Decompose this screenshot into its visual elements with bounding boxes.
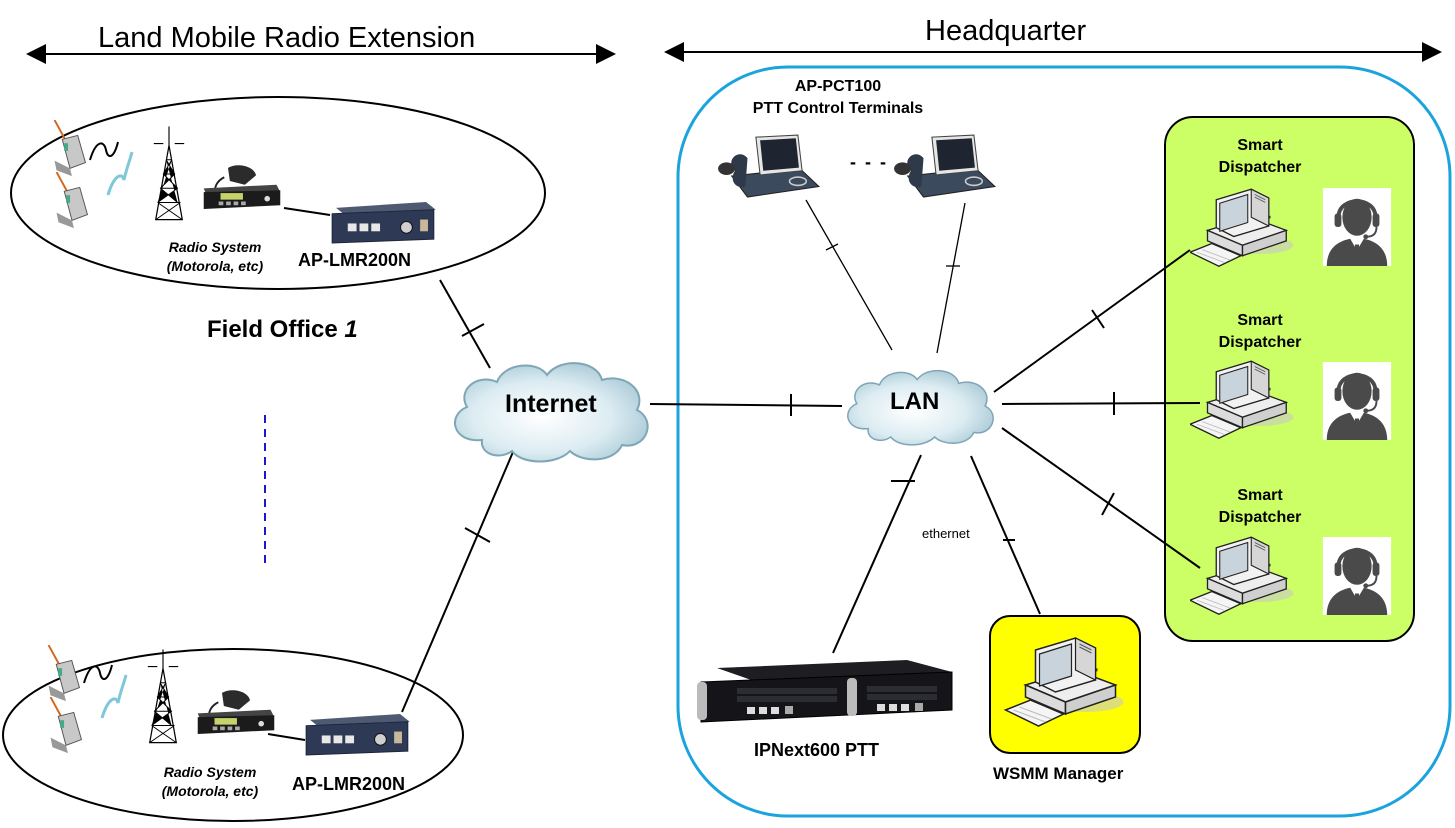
link-lmr1-internet [439,279,491,369]
link-lan-dispatcher1 [993,249,1191,393]
link-lan-terminal2 [936,202,966,354]
ethernet-label: ethernet [922,526,970,541]
ptt-control-terminal-icon [717,134,820,198]
radio-system-line1: Radio System [168,239,262,255]
radio-tower-icon [147,648,179,744]
handheld-radio-icon [49,697,83,755]
ap-lmr200n-device-icon [305,713,411,756]
field-office-name: Field Office [207,316,345,343]
ptt-terminals-model: AP-PCT100 [794,78,882,95]
ptt-terminals-label: AP-PCT100 PTT Control Terminals [738,76,938,120]
internet-label: Internet [505,390,597,418]
field-office-2-gateway-label: AP-LMR200N [292,774,406,794]
ptt-terminals-desc: PTT Control Terminals [752,100,924,117]
link-lan-terminal1 [805,199,893,351]
headquarter-title: Headquarter [925,15,1087,47]
link-radio-lmr1 [283,207,331,216]
dispatcher-line2: Dispatcher [1218,509,1302,526]
field-office-1-boundary [10,96,546,290]
network-links [267,199,1201,741]
field-office-1-radio-system-label: Radio System (Motorola, etc) [150,238,280,276]
link-lan-dispatcher3-tick [1101,492,1115,516]
dispatcher-line1: Smart [1237,137,1283,154]
field-office-1-title: Field Office 1 [207,316,358,344]
field-office-number: 1 [344,316,358,343]
smart-dispatcher-2-label: Smart Dispatcher [1200,310,1320,354]
ipnext600-label: IPNext600 PTT [754,740,880,760]
mobile-radio-icon [196,689,276,736]
radio-system-line2: (Motorola, etc) [161,783,259,799]
lmr-extension-title: Land Mobile Radio Extension [98,22,476,54]
smart-dispatcher-1-label: Smart Dispatcher [1200,135,1320,179]
lan-label: LAN [890,388,940,415]
link-lan-wsmm [970,455,1041,615]
field-office-2-boundary [2,648,464,822]
ptt-control-terminal-icon [893,134,996,198]
dispatcher-line1: Smart [1237,487,1283,504]
field-office-2-radio-system-label: Radio System (Motorola, etc) [145,763,275,801]
radio-wave-icon [83,664,113,684]
link-radio-lmr2 [267,733,306,741]
ap-lmr200n-device-icon [331,201,437,244]
link-lan-dispatcher3 [1001,427,1201,569]
radio-wave-icon [100,674,128,719]
radio-system-line2: (Motorola, etc) [166,258,264,274]
operator-headset-icon [1322,362,1392,440]
smart-dispatcher-3-label: Smart Dispatcher [1200,485,1320,529]
operator-headset-icon [1322,537,1392,615]
handheld-radio-icon [47,645,81,703]
link-lan-dispatcher1-tick [1091,309,1105,329]
dispatcher-line1: Smart [1237,312,1283,329]
radio-system-line1: Radio System [163,764,257,780]
link-internet-lmr2 [401,451,514,713]
mobile-radio-icon [202,164,282,211]
dispatcher-line2: Dispatcher [1218,334,1302,351]
link-lan-dispatcher2 [1001,402,1201,405]
field-office-1-gateway-label: AP-LMR200N [298,250,412,270]
ipnext600-device-icon [696,660,953,723]
radio-wave-icon [89,141,119,161]
wsmm-manager-label: WSMM Manager [993,764,1124,783]
handheld-radio-icon [55,172,89,230]
link-lan-ipnext [832,454,922,654]
radio-tower-icon [153,125,185,221]
headquarter-boundary [676,65,1452,818]
radio-wave-icon [106,151,134,196]
terminals-ellipsis: - - - [850,152,888,172]
link-lmr1-internet-tick [461,323,485,337]
link-lan-terminal1-tick [825,243,839,251]
operator-headset-icon [1322,188,1392,266]
link-internet-lan [649,403,843,407]
dispatcher-line2: Dispatcher [1218,159,1302,176]
link-internet-lmr2-tick [464,527,491,543]
